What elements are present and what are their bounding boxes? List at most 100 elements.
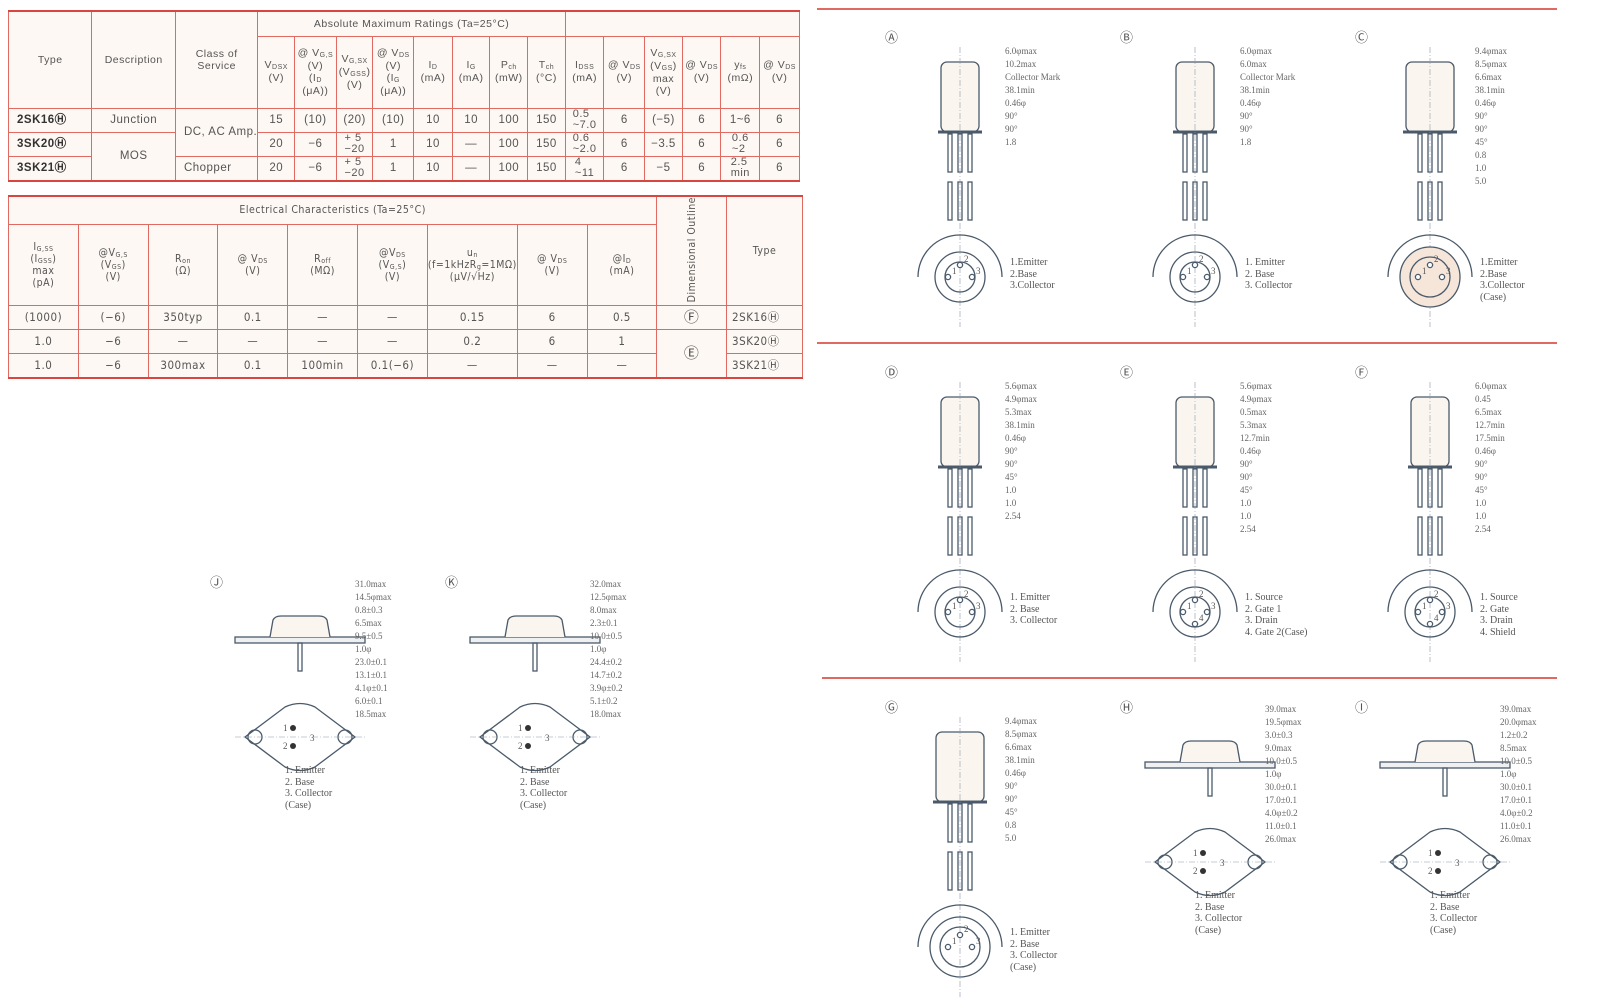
pin-legend-item: 3. Collector bbox=[1010, 615, 1058, 626]
pin-3 bbox=[1203, 608, 1211, 616]
pin-number: 3 bbox=[1446, 266, 1451, 276]
dome bbox=[504, 615, 566, 638]
pin-2 bbox=[956, 931, 964, 939]
dimension-label: 90° bbox=[1475, 111, 1488, 121]
header-at_vds3: @ VDS(V) bbox=[681, 35, 722, 109]
header-tch: Tch(°C) bbox=[527, 35, 566, 109]
dimension-label: 3.0±0.3 bbox=[1265, 730, 1293, 740]
header-part: GSS bbox=[350, 70, 367, 78]
pin-2 bbox=[1191, 261, 1199, 269]
header-igss: IG,SS(IGSS)max(pA) bbox=[8, 223, 79, 307]
pin-number: 2 bbox=[1199, 254, 1204, 264]
pin-number: 2 bbox=[1434, 254, 1439, 264]
igss-cell: (1000) bbox=[8, 305, 79, 331]
value-part: 0.6 bbox=[572, 131, 590, 144]
header-part: V bbox=[341, 52, 349, 65]
pin-number: 1 bbox=[1187, 266, 1192, 276]
pin-legend-item: 4. Shield bbox=[1480, 626, 1516, 638]
header-part: (mA) bbox=[572, 72, 597, 85]
vgsx-cell: + 5−20 bbox=[335, 131, 374, 157]
pin-number: 3 bbox=[1211, 601, 1216, 611]
header-part: (MΩ) bbox=[310, 265, 335, 278]
dimension-label: 45° bbox=[1240, 485, 1253, 495]
angle-arc bbox=[1387, 234, 1473, 278]
pin-legend-item: 3.Collector bbox=[1010, 280, 1055, 291]
lead bbox=[1202, 516, 1208, 556]
header-part: G bbox=[469, 64, 476, 72]
header-at_vgs: @ VG,S(V)(ID(μA)) bbox=[294, 35, 337, 109]
dimension-label: 6.0max bbox=[1240, 59, 1267, 69]
pin-1 bbox=[290, 725, 296, 731]
header-part: (V) bbox=[245, 265, 261, 278]
description-cell: Junction bbox=[91, 107, 176, 133]
header-part: I bbox=[574, 59, 579, 72]
pin-legend-item: 3. Drain bbox=[1480, 615, 1513, 626]
lead bbox=[1207, 767, 1213, 797]
dimension-label: 5.6φmax bbox=[1240, 381, 1272, 391]
outline-letter: Ⓘ bbox=[1355, 700, 1369, 715]
outline-letter: Ⓒ bbox=[1355, 30, 1369, 45]
at_vds4-cell: 6 bbox=[759, 155, 800, 182]
pin-legend-item: 1.Emitter bbox=[1010, 257, 1048, 268]
vdsx-cell: 20 bbox=[257, 131, 296, 157]
dimension-label: 1.0φ bbox=[1500, 769, 1517, 779]
outline-letter: Ⓑ bbox=[1120, 30, 1134, 45]
header-class: Class of Service bbox=[174, 10, 259, 109]
pin-legend-item: 3. Collector bbox=[1430, 913, 1478, 924]
header-at_vds2: @VDS(VG,S)(V) bbox=[356, 223, 428, 307]
pin-number: 2 bbox=[1199, 589, 1204, 599]
lead bbox=[1417, 468, 1423, 508]
pin-3 bbox=[968, 608, 976, 616]
pin-legend-item: (Case) bbox=[1430, 924, 1457, 936]
vgsx-cell-value: + 5−20 bbox=[345, 132, 365, 155]
header-yfs: yfs(mΩ) bbox=[720, 35, 761, 109]
header-part: (Ω) bbox=[174, 265, 192, 278]
dimension-label: 4.1φ±0.1 bbox=[355, 683, 388, 693]
pin-legend-item: 2. Gate bbox=[1480, 603, 1509, 615]
dome bbox=[1179, 740, 1241, 763]
outline-letter: Ⓔ bbox=[1120, 365, 1134, 380]
pin-number: 1 bbox=[1428, 848, 1433, 858]
pin-number: 3 bbox=[310, 733, 315, 743]
flange bbox=[1144, 761, 1276, 769]
dimension-label: 18.5max bbox=[355, 709, 387, 719]
type-cell: 2SK16Ⓗ bbox=[7, 107, 93, 133]
pin-legend-item: 2. Base bbox=[1010, 938, 1040, 950]
header-type: Type bbox=[7, 10, 93, 109]
dimension-label: 0.46φ bbox=[1005, 98, 1026, 108]
dimension-label: 90° bbox=[1005, 459, 1018, 469]
header-type: Type bbox=[726, 195, 803, 307]
outline-letter: Ⓚ bbox=[445, 575, 459, 590]
header-idss: IDSS(mA) bbox=[564, 35, 605, 109]
dimension-label: 1.0 bbox=[1240, 511, 1252, 521]
header-part: (V bbox=[378, 259, 390, 272]
header-part: (V) bbox=[385, 59, 402, 72]
dimension-label: 0.46φ bbox=[1005, 768, 1026, 778]
pin-number: 3 bbox=[976, 601, 981, 611]
lead bbox=[1202, 181, 1208, 221]
header-vgsx_max: VG,SX(VGS)max(V) bbox=[644, 35, 683, 109]
ig-cell: — bbox=[451, 155, 491, 182]
idss-cell-value: 4~11 bbox=[575, 156, 594, 179]
dimension-label: 90° bbox=[1240, 472, 1253, 482]
dimension-label: 1.0 bbox=[1005, 485, 1017, 495]
pin-legend-item: 1. Emitter bbox=[520, 765, 560, 776]
pin-1 bbox=[944, 608, 952, 616]
header-part: R bbox=[175, 253, 183, 266]
class-cell: Chopper bbox=[174, 155, 259, 182]
dimension-label: 90° bbox=[1475, 459, 1488, 469]
dimension-label: 0.45 bbox=[1475, 394, 1491, 404]
type-cell: 3SK21Ⓗ bbox=[726, 353, 803, 379]
pin-4 bbox=[1426, 620, 1434, 628]
dimension-label: 1.2±0.2 bbox=[1500, 730, 1528, 740]
header-part: @ V bbox=[537, 253, 558, 266]
pin-legend-item: 3. Collector bbox=[1195, 913, 1243, 924]
bottom-view-outer bbox=[934, 586, 986, 638]
dimension-label: 8.0max bbox=[590, 605, 617, 615]
header-part: (I bbox=[308, 72, 317, 84]
dimension-label: 90° bbox=[1005, 124, 1018, 134]
